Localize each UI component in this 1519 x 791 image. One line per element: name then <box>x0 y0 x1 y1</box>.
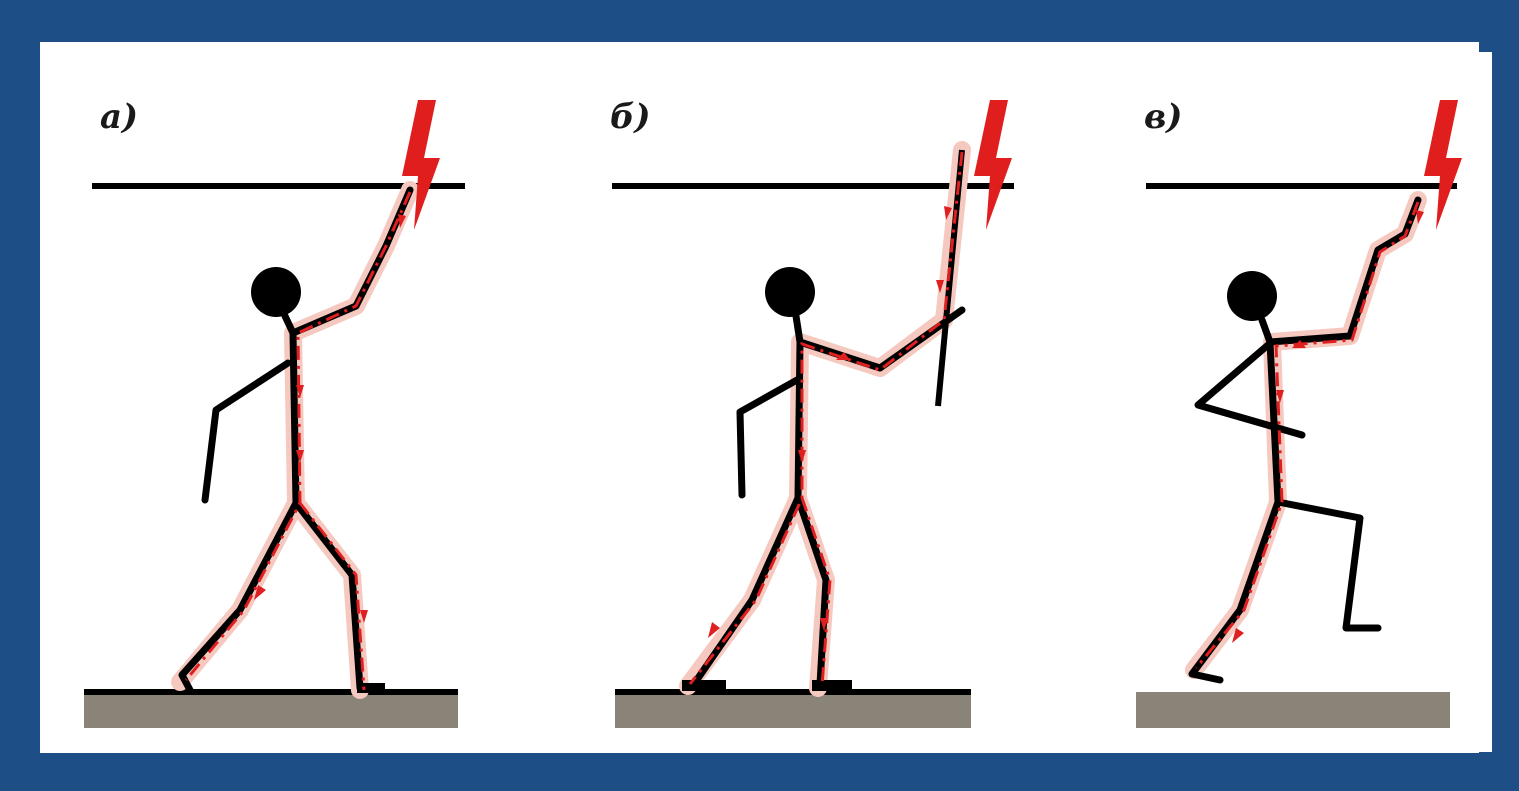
panel-c-label: в) <box>1144 97 1182 137</box>
ground-slab <box>1136 692 1450 728</box>
ground-slab <box>84 692 458 728</box>
panel-a-label: a) <box>100 97 138 137</box>
panel-b-label: б) <box>610 97 651 137</box>
person-foot <box>682 680 726 691</box>
person-head <box>1227 271 1277 321</box>
person-foot <box>357 683 385 693</box>
person-head <box>765 267 815 317</box>
ground-slab <box>615 692 971 728</box>
person-head <box>251 267 301 317</box>
person-foot <box>812 680 852 691</box>
